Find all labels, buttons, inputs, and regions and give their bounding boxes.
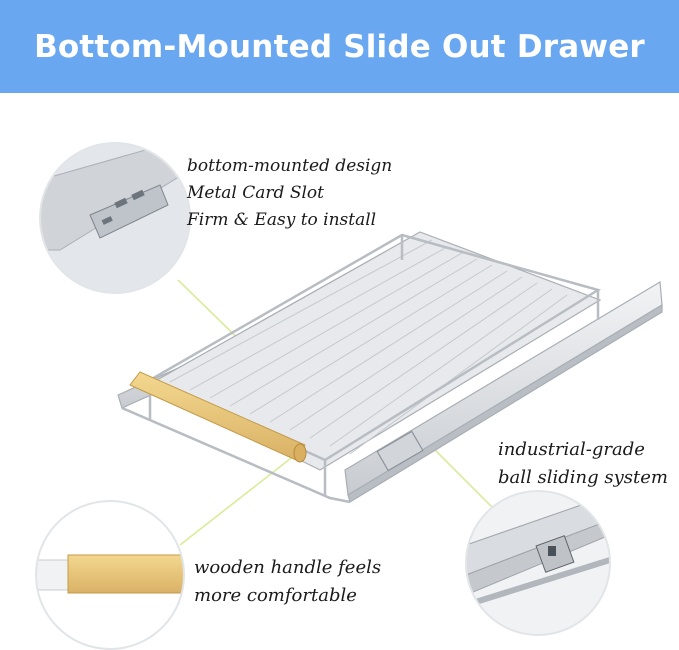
callout-card-slot-text: bottom-mounted design Metal Card Slot Fi…: [187, 153, 392, 234]
banner-title: Bottom-Mounted Slide Out Drawer: [34, 28, 645, 65]
callout-sliding-system-text: industrial-grade ball sliding system: [498, 436, 668, 492]
title-banner: Bottom-Mounted Slide Out Drawer: [0, 0, 679, 93]
drawer: [117, 231, 663, 504]
tray-slats: [169, 239, 568, 455]
callout-line: Firm & Easy to install: [187, 210, 377, 230]
metal-card-slot-detail-icon: [39, 142, 191, 294]
wooden-handle-detail-icon: [35, 500, 185, 650]
callout-line: Metal Card Slot: [187, 183, 324, 203]
callout-line: bottom-mounted design: [187, 156, 393, 176]
ball-slide-rail-detail-icon: [465, 490, 611, 636]
callout-line: more comfortable: [194, 585, 357, 606]
callout-line: wooden handle feels: [194, 557, 382, 578]
callout-handle-text: wooden handle feels more comfortable: [194, 554, 381, 610]
callout-line: industrial-grade: [498, 439, 645, 460]
callout-line: ball sliding system: [498, 467, 668, 488]
wooden-handle-icon: [129, 371, 307, 463]
